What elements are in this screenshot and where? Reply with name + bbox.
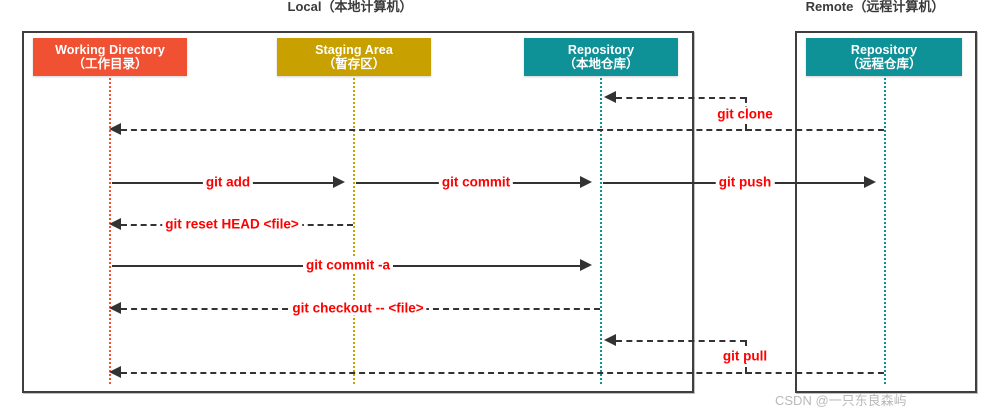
git-pull-bottom-segment: [745, 372, 884, 374]
git-clone-arrowhead: [604, 91, 616, 103]
git-push-arrowhead: [864, 176, 876, 188]
actor-staging-area-en: Staging Area: [315, 43, 393, 57]
actor-staging-area-cn: （暂存区）: [322, 57, 386, 71]
git-commit-label: git commit: [438, 174, 514, 190]
actor-remote-repository[interactable]: Repository （远程仓库）: [806, 38, 962, 76]
git-checkout-label: git checkout -- <file>: [289, 300, 427, 316]
lifeline-remote-repository: [884, 78, 886, 384]
local-frame: [22, 31, 694, 393]
group-title-local: Local（本地计算机）: [287, 0, 413, 14]
git-push-label: git push: [715, 174, 775, 190]
actor-local-repository[interactable]: Repository （本地仓库）: [524, 38, 678, 76]
actor-local-repository-cn: （本地仓库）: [563, 57, 639, 71]
git-clone-label: git clone: [714, 106, 776, 122]
git-reset-head-label: git reset HEAD <file>: [162, 216, 302, 232]
actor-remote-repository-cn: （远程仓库）: [846, 57, 922, 71]
lifeline-staging-area: [353, 78, 355, 384]
git-checkout-arrowhead: [109, 302, 121, 314]
git-add-label: git add: [202, 174, 254, 190]
actor-remote-repository-en: Repository: [850, 43, 918, 57]
git-commit-arrowhead: [580, 176, 592, 188]
git-clone-top-segment: [616, 97, 746, 99]
watermark: CSDN @一只东良森屿: [775, 393, 907, 408]
git-pull-top-segment: [616, 340, 746, 342]
lifeline-local-repository: [600, 78, 602, 384]
git-add-arrowhead: [333, 176, 345, 188]
actor-working-directory-cn: （工作目录）: [72, 57, 148, 71]
git-clone-bottom-segment: [745, 129, 884, 131]
git-commit-a-arrowhead: [580, 259, 592, 271]
git-reset-head-arrowhead: [109, 218, 121, 230]
git-pull-label: git pull: [719, 348, 771, 364]
git-pull-arrowhead: [604, 334, 616, 346]
git-clone-wd-arrowhead: [109, 123, 121, 135]
actor-local-repository-en: Repository: [567, 43, 635, 57]
remote-frame: [795, 31, 977, 393]
actor-working-directory[interactable]: Working Directory （工作目录）: [33, 38, 187, 76]
lifeline-working-directory: [109, 78, 111, 384]
git-pull-wd-line: [121, 372, 752, 374]
git-clone-wd-line: [121, 129, 752, 131]
actor-working-directory-en: Working Directory: [55, 43, 165, 57]
git-pull-wd-arrowhead: [109, 366, 121, 378]
actor-staging-area[interactable]: Staging Area （暂存区）: [277, 38, 431, 76]
group-title-remote: Remote（远程计算机）: [805, 0, 945, 14]
git-commit-a-label: git commit -a: [302, 257, 394, 273]
